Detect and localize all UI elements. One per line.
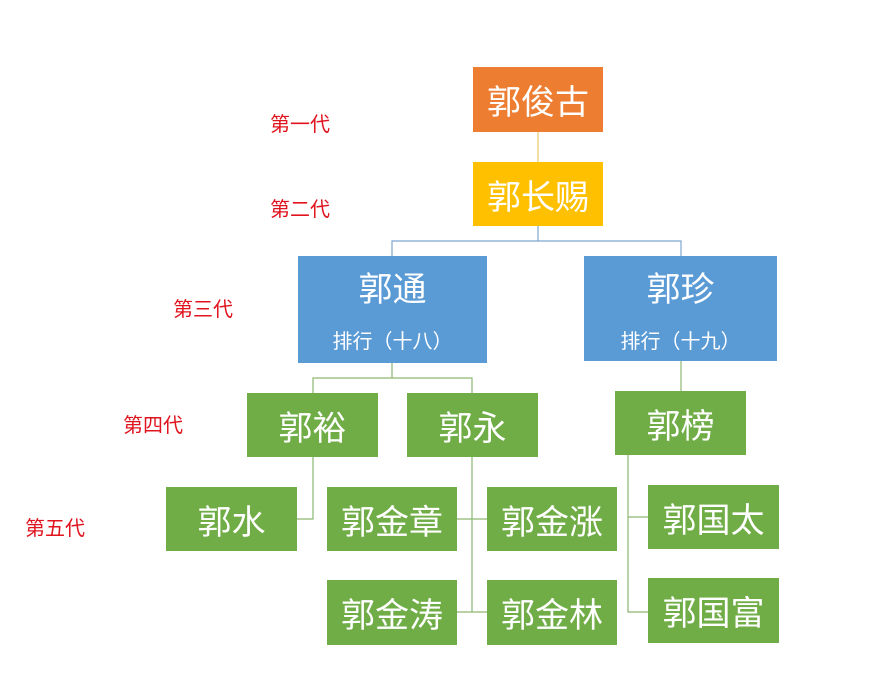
connector-yu-shui (297, 457, 314, 520)
person-name: 郭裕 (278, 408, 347, 449)
person-node-yong: 郭永 (407, 393, 538, 457)
person-node-guotai: 郭国太 (648, 485, 779, 549)
generation-label-4: 第四代 (123, 413, 183, 437)
person-name: 郭俊古 (487, 83, 589, 123)
connector-g2-zhen (538, 240, 682, 256)
generation-label-1: 第一代 (270, 112, 330, 136)
person-name: 郭国富 (662, 594, 765, 634)
person-name: 郭榜 (646, 406, 715, 447)
generation-label-2: 第二代 (270, 197, 330, 221)
connector-g2-tong (391, 226, 539, 256)
connector-tong-yu (312, 363, 393, 393)
person-node-g1: 郭俊古 (473, 67, 603, 132)
person-name: 郭水 (197, 502, 266, 543)
person-node-yu: 郭裕 (247, 393, 378, 457)
person-name: 郭金章 (341, 502, 443, 543)
person-node-g2: 郭长赐 (473, 162, 603, 226)
person-node-shui: 郭水 (166, 487, 297, 551)
person-node-guofu: 郭国富 (648, 578, 779, 643)
generation-label-3: 第三代 (173, 297, 233, 321)
person-name: 郭通 (358, 270, 427, 310)
person-node-jintao: 郭金涛 (327, 580, 457, 645)
person-name: 郭国太 (662, 500, 765, 541)
person-name: 郭永 (438, 408, 507, 449)
person-node-bang: 郭榜 (615, 391, 746, 455)
person-node-zhen: 郭珍 排行（十九） (584, 256, 777, 361)
person-node-jinzhang: 郭金章 (327, 487, 457, 551)
person-rank: 排行（十九） (620, 329, 741, 353)
person-node-jinlin: 郭金林 (487, 580, 617, 645)
generation-label-5: 第五代 (25, 516, 85, 540)
person-name: 郭金涨 (501, 502, 603, 543)
person-node-tong: 郭通 排行（十八） (298, 256, 487, 363)
person-node-jinzhang2: 郭金涨 (487, 487, 617, 551)
person-name: 郭珍 (646, 270, 715, 310)
connector-tong-yong (392, 377, 473, 393)
person-name: 郭金涛 (341, 596, 443, 636)
person-name: 郭金林 (501, 596, 603, 636)
person-name: 郭长赐 (487, 177, 589, 218)
person-rank: 排行（十八） (332, 329, 453, 353)
connector-bang-guofu (627, 455, 648, 613)
